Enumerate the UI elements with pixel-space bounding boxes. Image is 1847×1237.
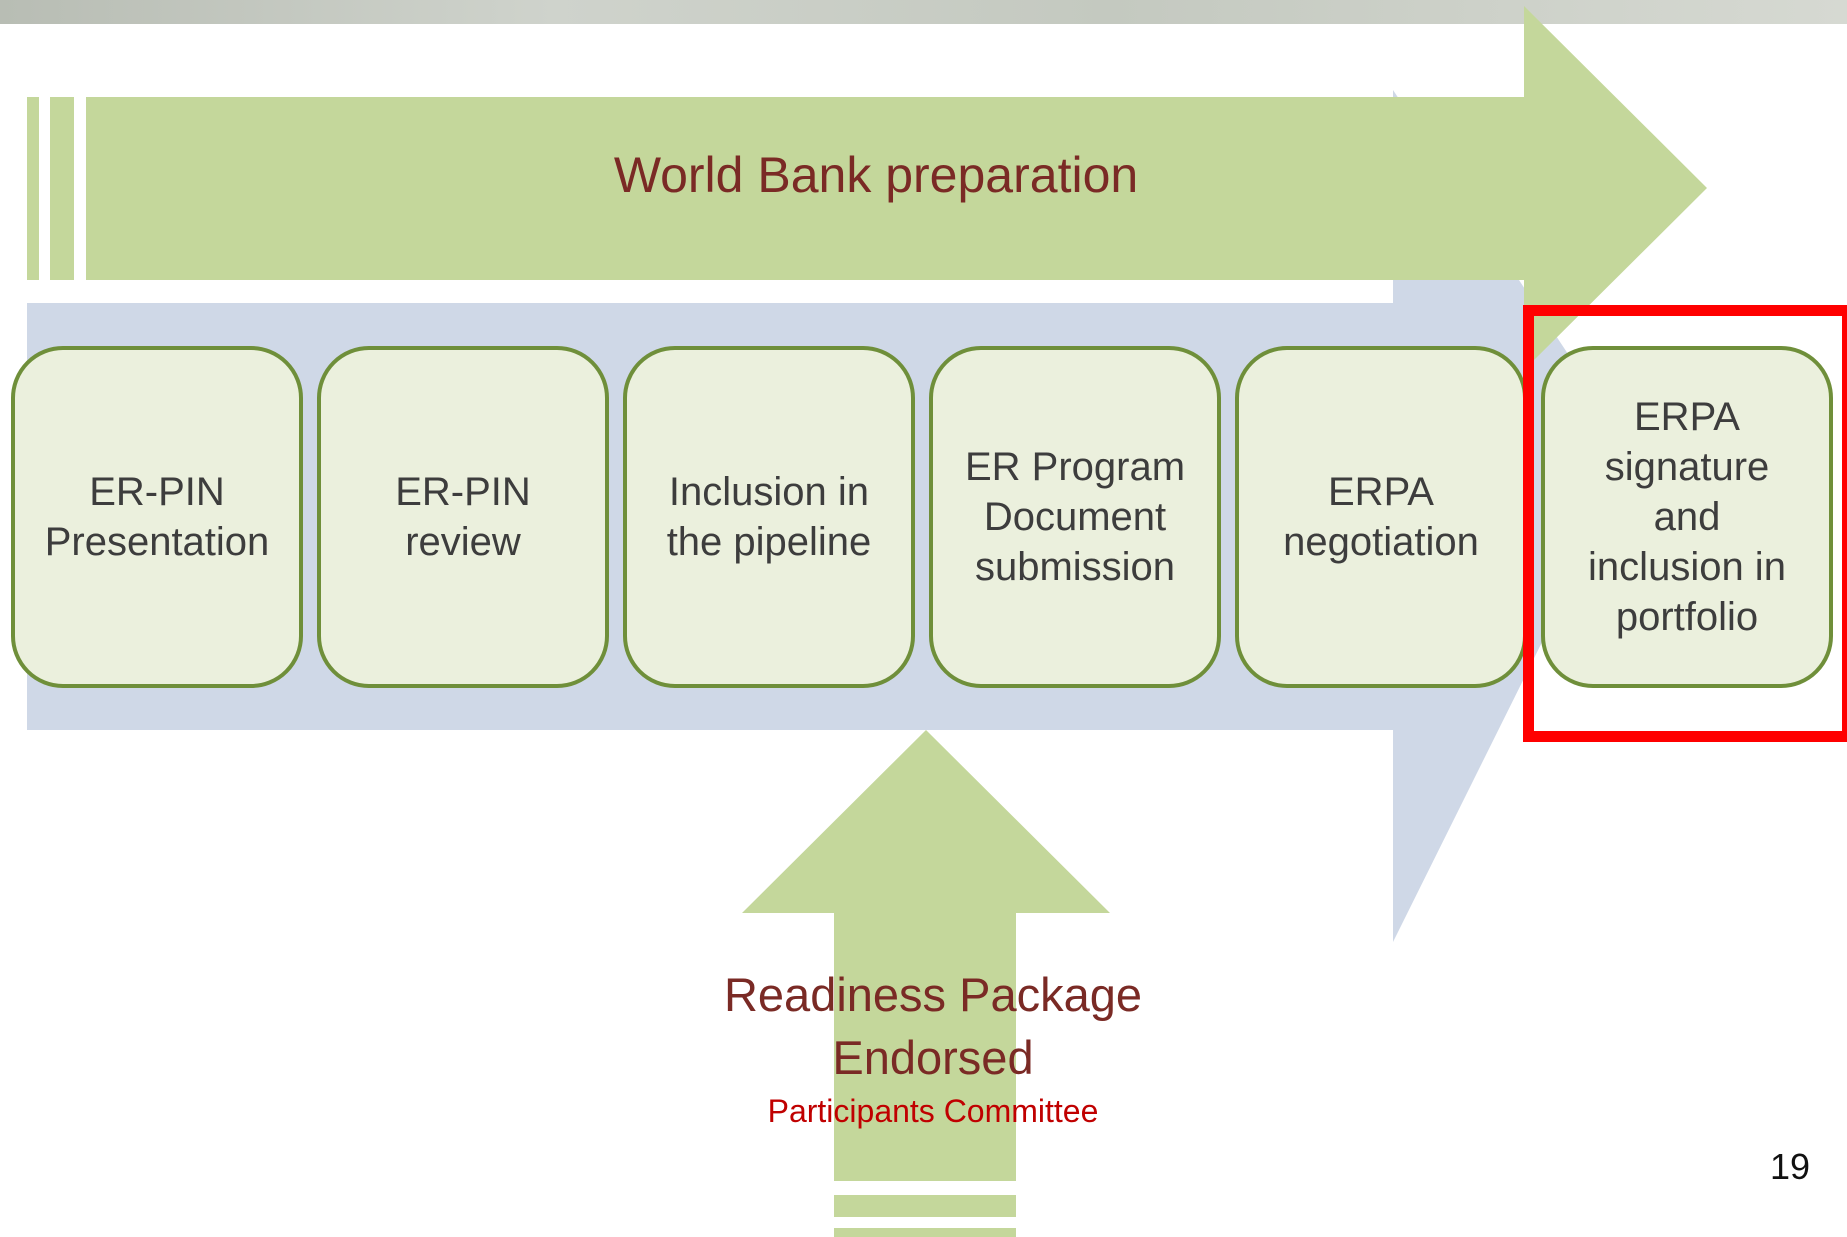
step-er-program-document-submission: ER Program Document submission [929, 346, 1221, 688]
step-er-pin-presentation: ER-PIN Presentation [11, 346, 303, 688]
step-label: ER Program Document submission [964, 445, 1186, 589]
up-arrow-stripe-2 [834, 1228, 1016, 1237]
readiness-text: Readiness Package Endorsed [723, 968, 1143, 1084]
step-label: ER-PIN review [395, 470, 531, 564]
top-image-strip [0, 0, 1847, 24]
readiness-up-arrow [742, 730, 1110, 1181]
step-erpa-negotiation: ERPA negotiation [1235, 346, 1527, 688]
green-arrow-stripe-1 [27, 97, 39, 280]
step-erpa-signature-portfolio: ERPA signature and inclusion in portfoli… [1541, 346, 1833, 688]
main-arrow-text: World Bank preparation [613, 147, 1139, 203]
step-er-pin-review: ER-PIN review [317, 346, 609, 688]
step-label: Inclusion in the pipeline [666, 470, 872, 564]
up-arrow-stripe-1 [834, 1195, 1016, 1217]
world-bank-preparation-label: World Bank preparation [86, 100, 1666, 250]
step-label: ERPA negotiation [1283, 470, 1479, 564]
step-label: ERPA signature and inclusion in portfoli… [1588, 395, 1786, 639]
world-bank-preparation-arrow [86, 6, 1707, 370]
readiness-package-label: Readiness Package Endorsed [680, 963, 1186, 1089]
highlight-frame [1523, 305, 1847, 742]
green-arrow-stripe-2 [50, 97, 74, 280]
slide-page-number: 19 [1769, 1146, 1810, 1187]
step-inclusion-in-pipeline: Inclusion in the pipeline [623, 346, 915, 688]
participants-committee-label: Participants Committee [767, 1093, 1099, 1129]
step-label: ER-PIN Presentation [44, 470, 270, 564]
